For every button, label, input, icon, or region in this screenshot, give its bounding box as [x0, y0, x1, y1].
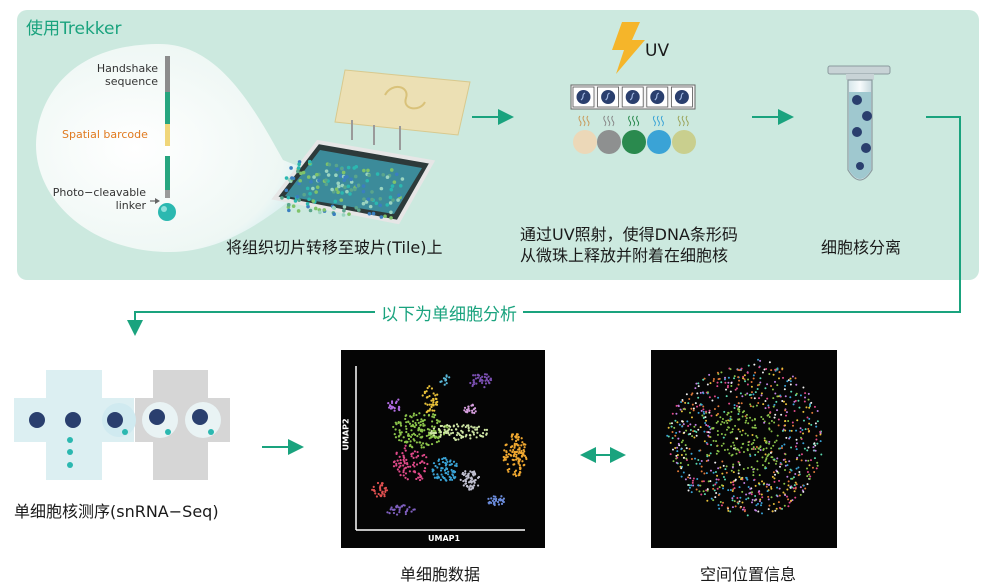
spatial-caption: 空间位置信息 — [700, 565, 797, 584]
step3-caption: 细胞核分离 — [821, 238, 902, 257]
umap-y-axis-label: UMAP2 — [341, 418, 351, 451]
probe-strand — [150, 56, 176, 221]
umap-points — [371, 373, 528, 516]
umap-plot — [341, 350, 545, 548]
uv-label: UV — [645, 41, 670, 61]
bead-tile — [271, 139, 436, 225]
uv-bolt-icon — [612, 22, 645, 74]
spatial-points — [666, 358, 823, 517]
step2-caption: 通过UV照射，使得DNA条形码 从微珠上释放并附着在细胞核 — [520, 225, 738, 265]
seq-caption: 单细胞核测序(snRNA−Seq) — [14, 502, 219, 521]
umap-caption: 单细胞数据 — [400, 565, 481, 584]
nucleus-row — [570, 84, 696, 110]
magnify-bubble — [36, 44, 320, 252]
panel-title: 使用Trekker — [26, 19, 122, 39]
tube-icon — [827, 65, 891, 181]
single-cell-analysis-label: 以下为单细胞分析 — [375, 300, 523, 325]
spatial-barcode-label: Spatial barcode — [62, 128, 148, 141]
sequencing-graphic — [14, 370, 230, 480]
umap-x-axis-label: UMAP1 — [428, 534, 461, 543]
release-squiggles — [578, 115, 689, 127]
handshake-label: Handshake sequence — [96, 62, 158, 88]
step1-caption: 将组织切片转移至玻片(Tile)上 — [226, 238, 443, 257]
connector-line — [127, 116, 961, 336]
linker-label: Photo−cleavable linker — [52, 186, 146, 212]
tissue-section — [334, 69, 471, 150]
bead-row — [573, 130, 696, 154]
